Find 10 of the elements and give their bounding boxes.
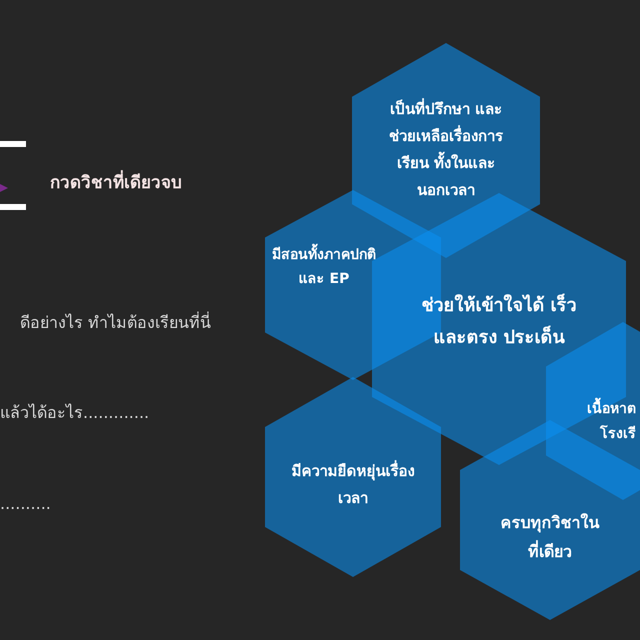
hexagon-text: ช่วยให้เข้าใจได้ เร็ว และตรง ประเด็น <box>420 292 578 350</box>
question-text: แล้วได้อะไร............. <box>0 402 150 424</box>
hexagon-text: เนื้อหาต โรงเรี <box>570 397 636 448</box>
hexagon-text: มีความยืดหยุ่นเรื่อง เวลา <box>290 459 416 509</box>
hexagon-text: เป็นที่ปรึกษา และ ช่วยเหลือเรื่องการ เรียน ทั้งในและ นอกเวลา <box>388 97 504 201</box>
dotted-line-text: .......... <box>0 494 51 513</box>
question-text: ดีอย่างไร ทำไมต้องเรียนที่นี่ <box>20 310 212 334</box>
hexagon-text: มีสอนทั้งภาคปกติ และ EP <box>269 244 379 292</box>
subtitle: กวดวิชาที่เดียวจบ <box>50 168 182 195</box>
hexagon-text: ครบทุกวิชาใน ที่เดียว <box>500 512 600 563</box>
